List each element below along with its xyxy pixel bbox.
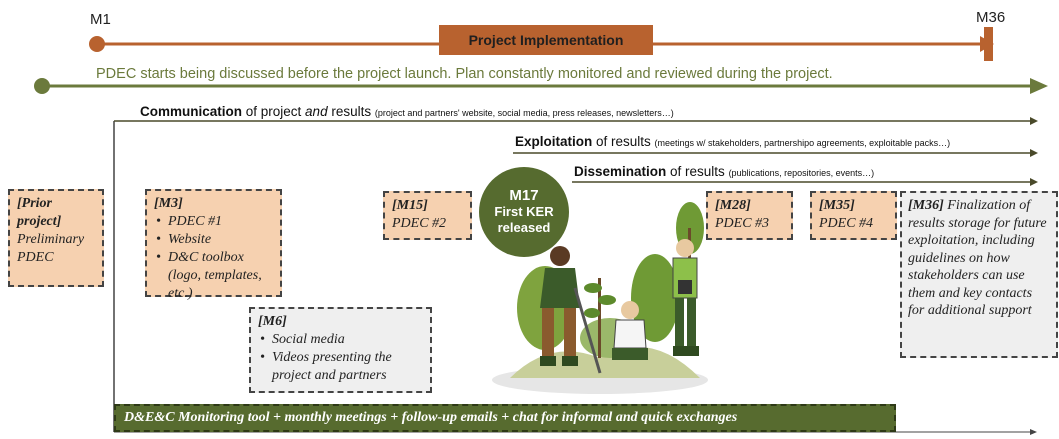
m3-item: PDEC #1 [156, 213, 273, 231]
m3-box: [M3] PDEC #1 Website D&C toolbox (logo, … [145, 189, 282, 301]
m36-label: M36 [976, 9, 1006, 26]
m36-box: [M36] Finalization of results storage fo… [900, 191, 1058, 358]
m1-label: M1 [90, 11, 111, 28]
exploitation-track-title: Exploitation of results (meetings w/ sta… [515, 134, 951, 149]
pdec-statement: PDEC starts being discussed before the p… [96, 66, 833, 82]
m6-box: [M6] Social media Videos presenting the … [249, 307, 432, 393]
m28-box: [M28]PDEC #3 [706, 191, 793, 240]
m3-item: Website [156, 231, 273, 249]
m35-box: [M35]PDEC #4 [810, 191, 897, 240]
monitoring-bar: D&E&C Monitoring tool + monthly meetings… [114, 404, 896, 432]
m6-item: Social media [260, 331, 423, 349]
m3-item: D&C toolbox (logo, templates, etc.) [156, 249, 273, 303]
m17-first-ker-badge: M17 First KER released [479, 167, 569, 257]
project-implementation-box: Project Implementation [439, 25, 653, 55]
dissemination-track-title: Dissemination of results (publications, … [574, 164, 875, 179]
communication-track-title: Communication of project and results (pr… [140, 104, 674, 119]
prior-project-box: [Prior project]Preliminary PDEC [8, 189, 104, 287]
tree-planting-illustration [492, 202, 708, 394]
m15-box: [M15]PDEC #2 [383, 191, 472, 240]
m6-item: Videos presenting the project and partne… [260, 349, 423, 385]
